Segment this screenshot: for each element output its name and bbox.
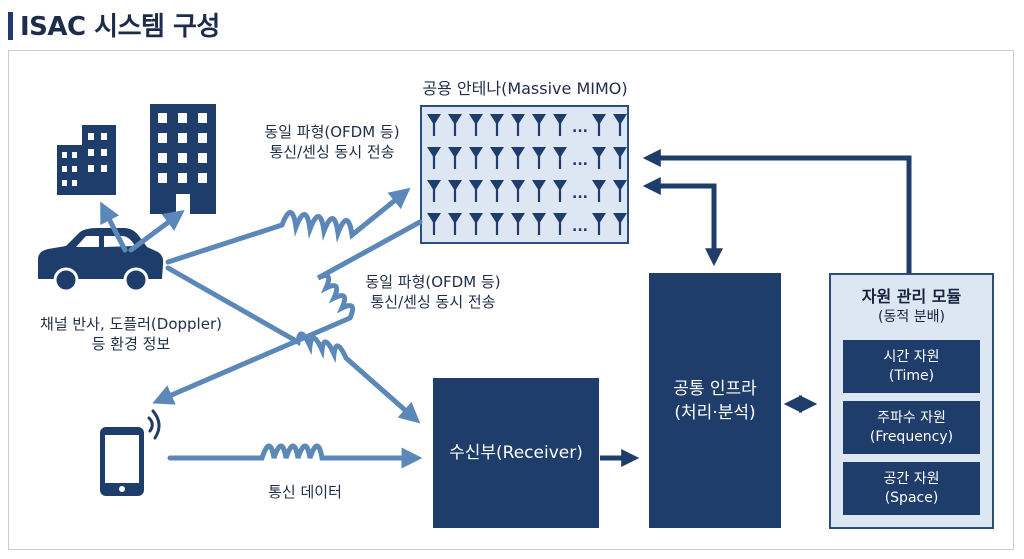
antenna-row-ellipsis: ... [572,153,588,169]
comm-data-label: 통신 데이터 [268,483,342,501]
antenna-array-panel [420,105,629,244]
page-title: ISAC 시스템 구성 [20,12,220,42]
resource-space-item: 공간 자원 (Space) [843,462,980,515]
resource-management-module: 자원 관리 모듈 (동적 분배) 시간 자원 (Time) 주파수 자원 (Fr… [829,273,994,529]
smartphone-icon [100,409,161,496]
antenna-icon: ............ [425,112,629,237]
resource-module-title: 자원 관리 모듈 [861,287,962,306]
space-line2: (Space) [884,489,939,506]
antenna-row-ellipsis: ... [572,186,588,202]
upper-waveform-note: 동일 파형(OFDM 등) 통신/센싱 동시 전송 [247,122,417,162]
uplink-beam-wave [165,187,411,265]
title-accent-bar [8,12,13,40]
feedback-arrow-upper [642,149,912,273]
antenna-label: 공용 안테나(Massive MIMO) [422,79,628,98]
upper-note-line1: 동일 파형(OFDM 등) [264,123,400,141]
car-icon [38,228,164,293]
resource-time-item: 시간 자원 (Time) [843,340,980,393]
receiver-box: 수신부(Receiver) [433,378,599,528]
lower-waveform-note: 동일 파형(OFDM 등) 통신/센싱 동시 전송 [348,272,518,312]
resource-frequency-item: 주파수 자원 (Frequency) [843,401,980,454]
car-to-receiver-beam [165,265,421,424]
infra-line2: (처리·분석) [674,402,756,423]
buildings-icon [57,104,216,214]
channel-note-line2: 등 환경 정보 [91,335,171,353]
upper-note-line2: 통신/센싱 동시 전송 [269,143,395,161]
space-line1: 공간 자원 [883,470,940,487]
frequency-line1: 주파수 자원 [877,409,946,426]
frequency-line2: (Frequency) [869,428,954,445]
reflection-beam [152,219,423,405]
reflection-arrow-bld1 [100,201,128,253]
common-infra-box: 공통 인프라 (처리·분석) [649,273,781,528]
channel-info-note: 채널 반사, 도플러(Doppler) 등 환경 정보 [26,314,236,354]
time-line2: (Time) [888,367,935,384]
lower-note-line1: 동일 파형(OFDM 등) [365,273,501,291]
antenna-row-ellipsis: ... [572,120,588,136]
time-line1: 시간 자원 [883,348,940,365]
reflection-arrow-bld2 [128,209,185,253]
infra-antenna-arrow [642,177,723,267]
infra-line1: 공통 인프라 [673,378,757,399]
channel-note-line1: 채널 반사, 도플러(Doppler) [40,315,222,333]
comm-data-beam [167,443,423,469]
lower-note-line2: 통신/센싱 동시 전송 [370,293,496,311]
resource-module-subtitle: (동적 분배) [878,309,945,325]
receiver-label: 수신부(Receiver) [449,443,583,463]
antenna-row-ellipsis: ... [572,219,588,235]
